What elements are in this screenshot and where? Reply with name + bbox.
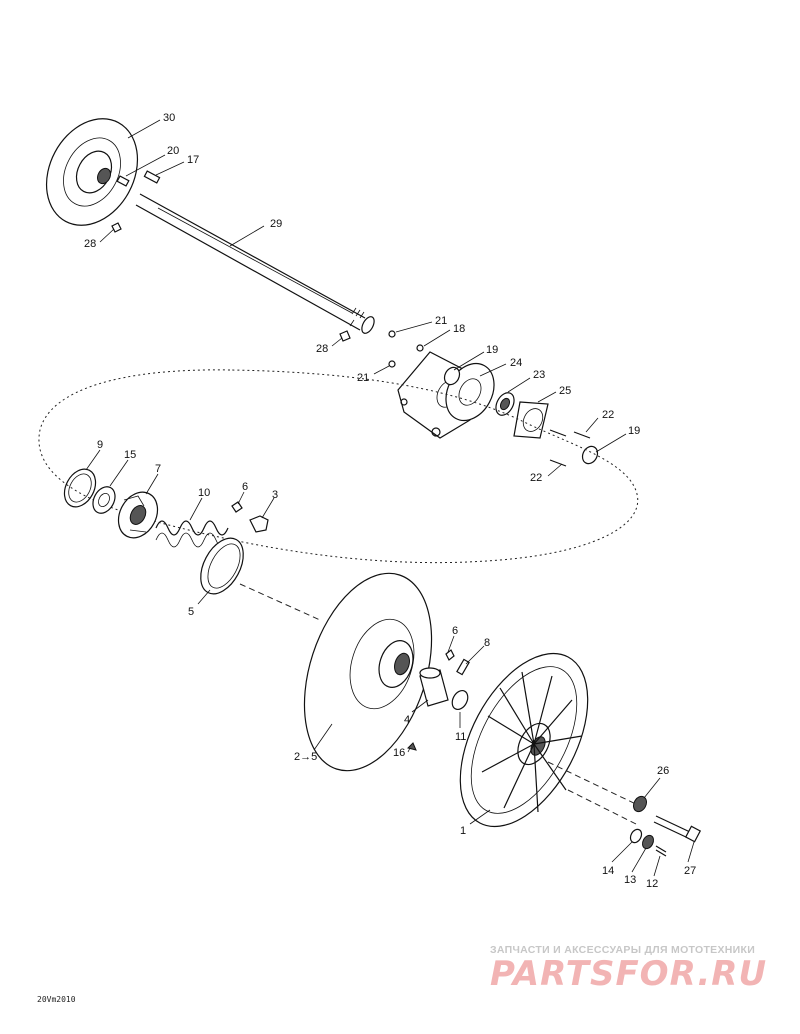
bolt-axis	[567, 789, 637, 825]
part-21-22-bolts	[388, 330, 591, 467]
watermark-subtitle: ЗАПЧАСТИ И АКСЕССУАРЫ ДЛЯ МОТОТЕХНИКИ	[490, 944, 756, 956]
callout-10: 10	[198, 487, 210, 499]
callout-25: 25	[559, 385, 571, 397]
callout-27: 27	[684, 865, 696, 877]
part-25-flange	[513, 401, 549, 439]
callout-4: 4	[404, 714, 410, 726]
watermark-brand-logo: PARTSFOR.RU	[490, 954, 768, 994]
part-10-spring	[155, 520, 229, 548]
callout-9: 9	[97, 439, 103, 451]
callout-16: 16	[393, 747, 405, 759]
callout-17: 17	[187, 154, 199, 166]
part-6-3-sliders	[231, 501, 269, 533]
callout-3: 3	[272, 489, 278, 501]
callout-7: 7	[155, 463, 161, 475]
part-29-shaft	[135, 193, 375, 334]
callout-19: 19	[628, 425, 640, 437]
assembly-axis-lower	[547, 761, 641, 807]
callout-29: 29	[270, 218, 282, 230]
callout-30: 30	[163, 112, 175, 124]
callout-8: 8	[484, 637, 490, 649]
callout-18: 18	[453, 323, 465, 335]
belt-path-outline	[38, 369, 639, 564]
callout-14: 14	[602, 865, 614, 877]
part-20-17-key	[116, 170, 161, 187]
callout-1: 1	[460, 825, 466, 837]
callout-19: 19	[486, 344, 498, 356]
callout-21: 21	[435, 315, 447, 327]
part-19-seals	[443, 366, 599, 465]
part-15-washer	[92, 486, 116, 514]
part-12-13-14-hardware	[629, 828, 667, 857]
part-5-cap-ring	[200, 537, 244, 595]
callout-28: 28	[84, 238, 96, 250]
callout-26: 26	[657, 765, 669, 777]
callout-22: 22	[602, 409, 614, 421]
part-7-cam	[117, 491, 159, 539]
drawing-reference-code: 20Vm2010	[37, 995, 76, 1004]
callout-21: 21	[357, 372, 369, 384]
callout-28: 28	[316, 343, 328, 355]
callout-6: 6	[452, 625, 458, 637]
part-1-spoked-sheave	[459, 652, 589, 828]
callout-20: 20	[167, 145, 179, 157]
part-6-8-11-16-small-parts	[407, 649, 470, 751]
part-4-bushing	[419, 667, 449, 707]
callout-12: 12	[646, 878, 658, 890]
part-27-bolt	[653, 815, 702, 843]
callout-15: 15	[124, 449, 136, 461]
part-28-fasteners	[111, 222, 351, 342]
part-30-fixed-sheave	[45, 118, 139, 226]
callout-5: 5	[188, 606, 194, 618]
part-2-movable-sheave	[303, 572, 433, 772]
callouts: 30 20 17 29 28 28 21 18 21 19 24 23 25 2…	[84, 112, 696, 890]
assembly-axis-upper	[239, 583, 321, 621]
callout-24: 24	[510, 357, 522, 369]
part-23-bearing	[495, 392, 515, 416]
callout-6: 6	[242, 481, 248, 493]
callout-11: 11	[455, 731, 466, 743]
callout-22: 22	[530, 472, 542, 484]
callout-2-to-5: 2→5	[294, 751, 317, 763]
callout-23: 23	[533, 369, 545, 381]
callout-13: 13	[624, 874, 636, 886]
part-9-snap-ring	[63, 468, 97, 508]
part-26-washer	[633, 795, 647, 813]
